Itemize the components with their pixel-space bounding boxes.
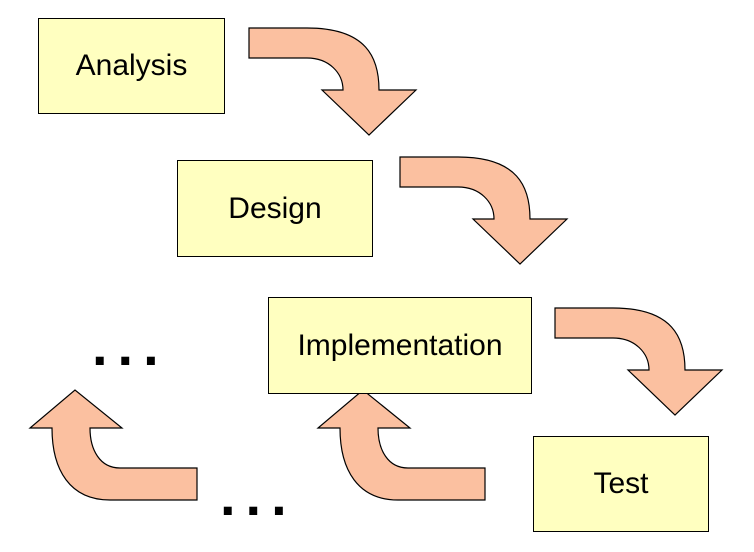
- step-test-label: Test: [593, 467, 649, 500]
- arrow-analysis-to-design: [248, 27, 418, 136]
- ellipsis-left: ...: [92, 314, 169, 377]
- arrow-implementation-to-test: [554, 307, 724, 416]
- step-design-box: Design: [177, 160, 373, 257]
- step-implementation-label: Implementation: [297, 328, 503, 362]
- arrow-feedback-to-previous: [28, 389, 198, 501]
- ellipsis-bottom: ...: [220, 464, 297, 527]
- arrow-feedback-to-implementation: [316, 389, 486, 501]
- step-implementation-box: Implementation: [268, 297, 532, 394]
- step-analysis-box: Analysis: [38, 18, 225, 114]
- step-design-label: Design: [228, 191, 322, 225]
- arrow-design-to-implementation: [399, 156, 569, 265]
- step-test-box: Test: [533, 436, 709, 532]
- step-analysis-label: Analysis: [75, 49, 188, 82]
